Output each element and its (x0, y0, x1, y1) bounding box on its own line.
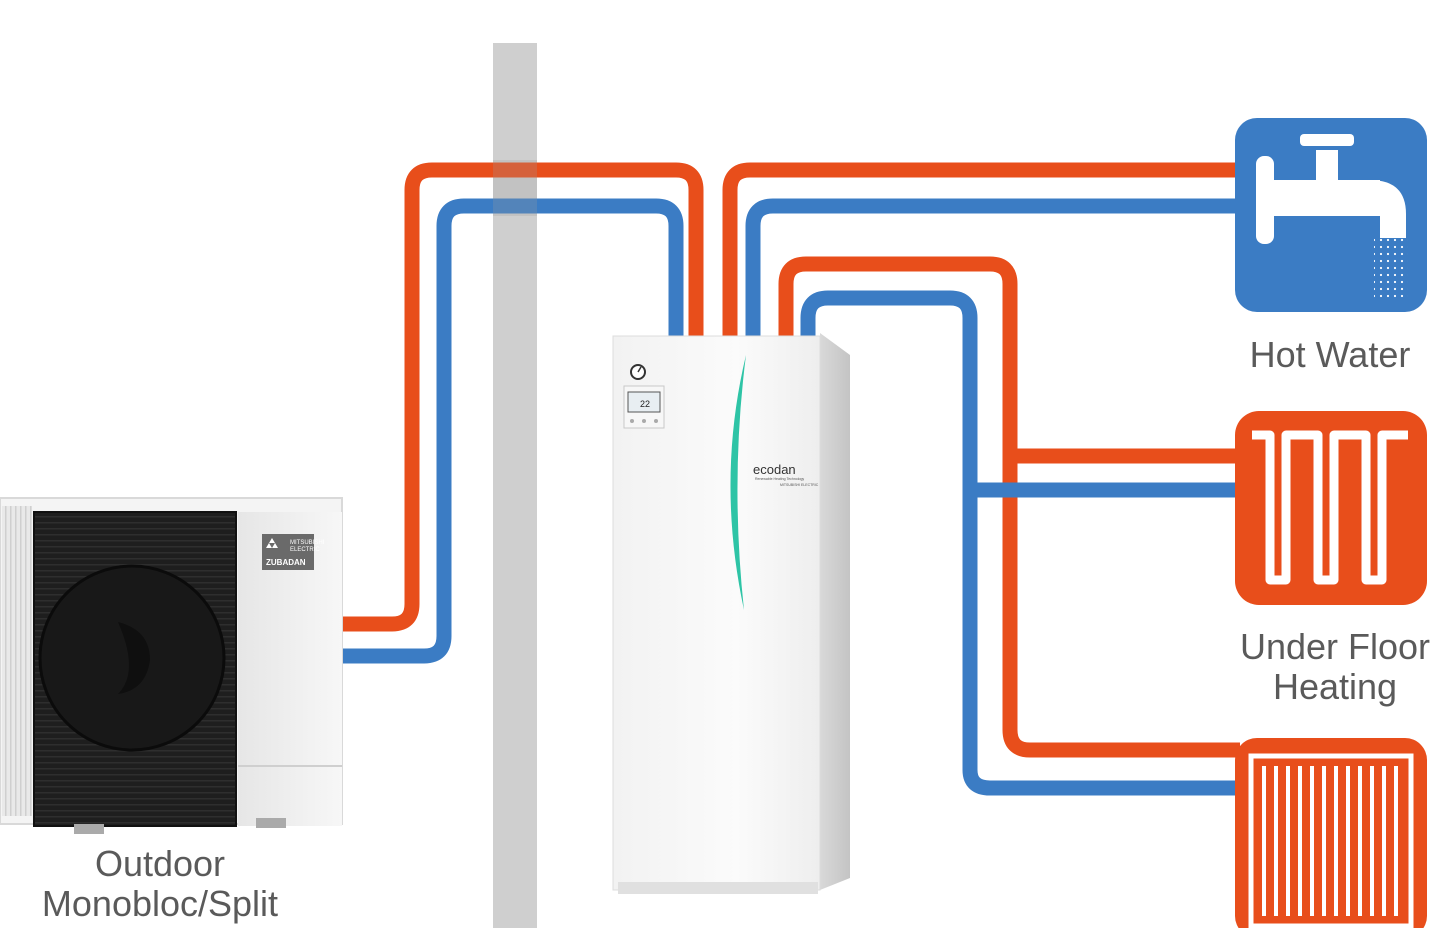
underfloor-coil-icon (1235, 411, 1427, 605)
accent-swoosh (730, 355, 746, 610)
outdoor-label-line2: Monobloc/Split (41, 883, 279, 924)
outdoor-unit-label: Outdoor Monobloc/Split (0, 844, 320, 924)
cold-pipe-hot-water (745, 198, 1240, 336)
ecodan-maker: MITSUBISHI ELECTRIC (780, 483, 819, 487)
tap-icon (1235, 118, 1427, 312)
outdoor-brand-line2: ELECTRIC (290, 547, 320, 553)
outdoor-label-line1: Outdoor (94, 843, 226, 884)
hot-water-label-text: Hot Water (1249, 334, 1411, 375)
ufh-label-line2: Heating (1272, 666, 1398, 707)
hot-pipe-outdoor (342, 162, 704, 632)
outdoor-brand-line1: MITSUBISHI (290, 540, 325, 546)
controller-screen (627, 391, 661, 413)
controller-temp: 22 (640, 399, 650, 409)
cold-pipe-heating-main (800, 290, 1240, 796)
mitsubishi-logo-icon (266, 538, 278, 548)
outdoor-badge: ZUBADAN (266, 558, 306, 567)
radiator-icon (1235, 738, 1427, 928)
indoor-cylinder-unit: 22 ecodan Renewable Heating Technology M… (612, 333, 850, 894)
ecodan-logo: ecodan (753, 462, 796, 477)
ufh-label-line1: Under Floor (1239, 626, 1431, 667)
hot-water-label: Hot Water (1230, 335, 1430, 375)
hot-pipe-hot-water (722, 162, 1240, 336)
cold-pipe-outdoor (342, 198, 684, 664)
hot-pipe-heating-main (778, 256, 1240, 758)
ecodan-tagline: Renewable Heating Technology (755, 477, 804, 481)
under-floor-heating-label: Under Floor Heating (1220, 627, 1440, 707)
wall (493, 43, 537, 928)
outdoor-unit: MITSUBISHI ELECTRIC ZUBADAN (0, 497, 343, 834)
wall-overlay (493, 160, 537, 216)
